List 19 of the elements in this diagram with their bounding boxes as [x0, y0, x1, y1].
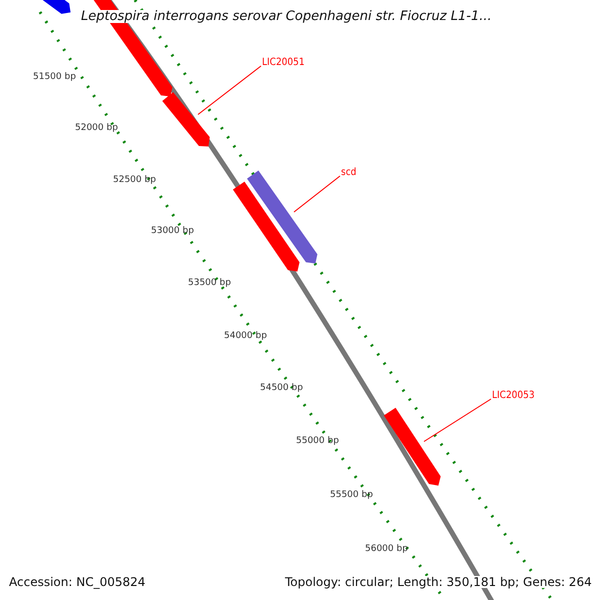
scale-label: 53000 bp — [151, 227, 194, 236]
scale-label: 55000 bp — [296, 437, 339, 446]
gene-arrow — [246, 170, 318, 264]
info-text: Topology: circular; Length: 350,181 bp; Genes: 264 — [285, 576, 592, 588]
title: Leptospira interrogans serovar Copenhageni str. Fiocruz L1-1... — [81, 10, 492, 23]
scale-label: 56000 bp — [365, 545, 408, 554]
scale-label: 51500 bp — [33, 73, 76, 82]
leader-line — [294, 176, 340, 212]
gene-label: LIC20053 — [492, 391, 535, 401]
scale-label: 54000 bp — [224, 332, 267, 341]
scale-label: 52000 bp — [75, 124, 118, 133]
scale-label: 54500 bp — [260, 384, 303, 393]
gene-arrow — [384, 408, 441, 486]
leader-line — [198, 66, 262, 115]
leader-line — [424, 398, 492, 442]
gene-label: scd — [341, 168, 356, 178]
info-text: Accession: NC_005824 — [9, 576, 146, 588]
gene-arrow — [162, 92, 210, 147]
gene-label: LIC20051 — [262, 58, 305, 68]
